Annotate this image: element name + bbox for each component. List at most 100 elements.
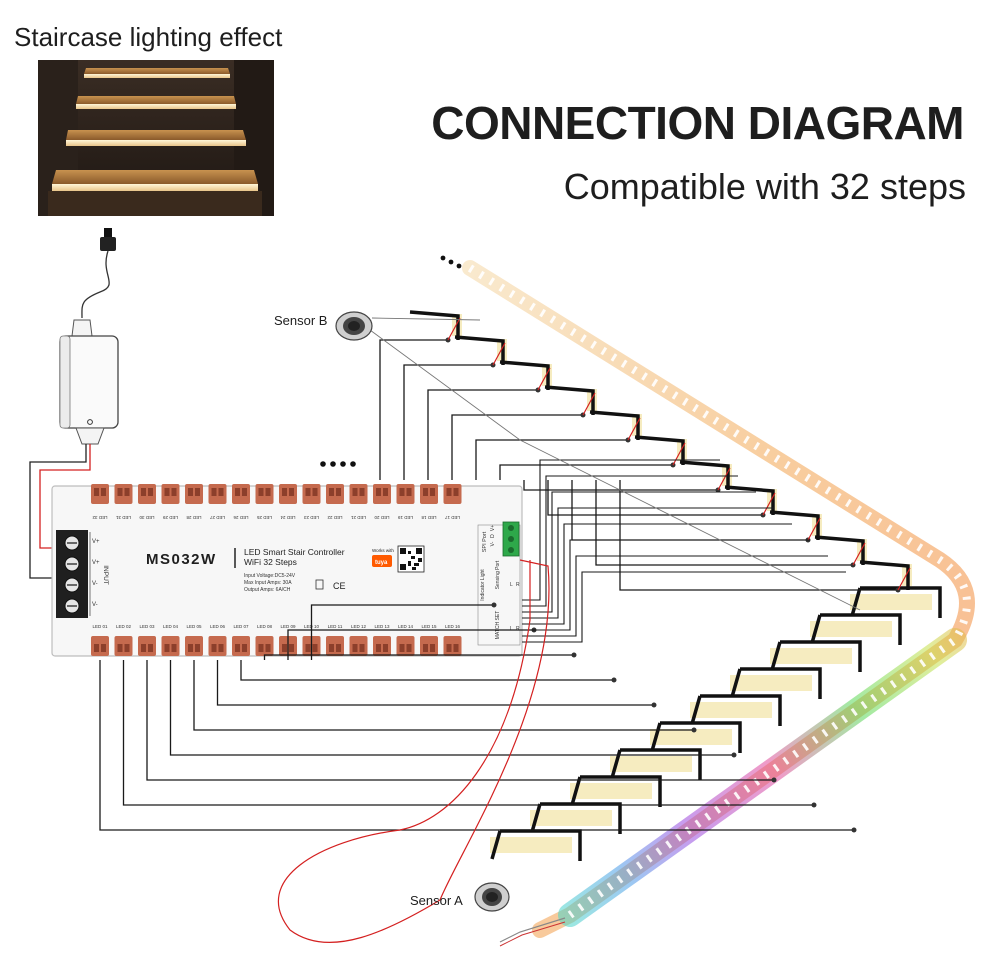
top-wire — [451, 414, 583, 480]
certification-icons: CE — [315, 579, 346, 591]
top-terminal-label: LED 24 — [280, 515, 296, 520]
sensing-port-label: Sensing Port — [495, 560, 501, 589]
upper-step — [724, 485, 777, 515]
bottom-terminal-label: LED 16 — [445, 624, 461, 629]
bottom-terminal-label: LED 08 — [257, 624, 273, 629]
bottom-wire — [216, 660, 654, 706]
bottom-terminal-label: LED 11 — [328, 624, 343, 629]
spec-output: Output Amps: 6A/CH — [244, 587, 291, 593]
input-terminal-3: V- — [92, 581, 98, 587]
match-r: R — [516, 626, 520, 632]
bottom-terminal-11: LED 11 — [326, 624, 344, 656]
upper-step — [814, 535, 867, 565]
bottom-wire — [169, 660, 734, 756]
bottom-terminal-12: LED 12 — [349, 624, 368, 656]
bottom-terminal-8: LED 08 — [255, 624, 274, 656]
bottom-wire — [240, 660, 614, 681]
lower-step — [810, 613, 902, 645]
photo-caption: Staircase lighting effect — [14, 22, 283, 52]
bottom-terminal-label: LED 09 — [280, 624, 296, 629]
top-terminal-label: LED 21 — [351, 515, 367, 520]
model-name: MS032W — [146, 551, 217, 568]
controller-name-2: WiFi 32 Steps — [244, 557, 297, 567]
match-set-label: MATCH SET — [495, 611, 501, 640]
side-wire — [522, 491, 756, 613]
top-terminal-14: LED 19 — [396, 484, 415, 520]
bottom-terminal-label: LED 01 — [92, 624, 108, 629]
spi-connector — [502, 521, 520, 557]
upper-step — [769, 510, 822, 540]
spec-current: Max Input Amps: 30A — [244, 580, 292, 586]
side-wire — [522, 555, 828, 637]
input-terminal-1: V+ — [92, 539, 100, 545]
bottom-led-terminals: LED 01 LED 02 LED 03 LED 04 LED 05 LED 06 LED … — [91, 624, 462, 656]
bottom-terminal-5: LED 05 — [185, 624, 203, 656]
top-terminal-10: LED 23 — [302, 484, 321, 520]
bottom-wire — [287, 629, 534, 660]
side-panel: SPI Port V- D V+ Indicator Light Sensing… — [477, 521, 521, 646]
sensor-a — [277, 559, 550, 944]
bottom-terminal-label: LED 07 — [233, 624, 249, 629]
side-wire — [522, 539, 810, 631]
top-terminal-2: LED 31 — [114, 484, 133, 520]
top-terminal-11: LED 22 — [326, 484, 344, 520]
bottom-wire — [310, 604, 494, 660]
lower-step — [770, 640, 862, 672]
works-with: Works with — [372, 548, 394, 553]
bottom-terminal-13: LED 13 — [373, 624, 391, 656]
spi-port-label: SPI Port — [482, 531, 488, 552]
top-terminal-label: LED 28 — [186, 515, 202, 520]
lower-step — [650, 721, 742, 753]
bottom-terminal-4: LED 04 — [161, 624, 180, 656]
side-wire — [522, 459, 720, 601]
bottom-terminal-label: LED 12 — [351, 624, 367, 629]
upper-step — [409, 310, 462, 340]
top-terminal-label: LED 30 — [139, 515, 155, 520]
bottom-terminal-14: LED 14 — [396, 624, 415, 656]
top-terminal-label: LED 27 — [210, 515, 226, 520]
bottom-terminal-1: LED 01 — [91, 624, 109, 656]
top-wire — [427, 389, 538, 480]
sensor-b — [335, 311, 861, 611]
bottom-wire — [146, 660, 774, 781]
bottom-terminal-6: LED 06 — [208, 624, 227, 656]
side-wire — [522, 523, 792, 625]
staircase-photo — [38, 60, 274, 216]
input-terminals — [64, 535, 80, 614]
top-wire — [523, 480, 718, 491]
lower-step — [730, 667, 822, 699]
controller: V+ V+ V- V- INPUT MS032W LED Smart Stair… — [51, 484, 523, 657]
top-wire — [619, 480, 898, 591]
upper-step — [859, 560, 912, 590]
bottom-terminal-label: LED 15 — [421, 624, 437, 629]
top-terminal-3: LED 30 — [138, 484, 156, 520]
upper-step — [634, 435, 687, 465]
bottom-terminal-label: LED 14 — [398, 624, 414, 629]
spec-voltage: Input Voltage:DC5-24V — [244, 573, 296, 579]
top-terminal-label: LED 23 — [304, 515, 320, 520]
top-terminal-4: LED 29 — [161, 484, 180, 520]
top-terminal-label: LED 26 — [233, 515, 249, 520]
top-terminal-label: LED 31 — [116, 515, 132, 520]
top-terminal-9: LED 24 — [279, 484, 297, 520]
bottom-terminal-2: LED 02 — [114, 624, 133, 656]
sensor-a-label: Sensor A — [410, 893, 463, 908]
bottom-terminal-label: LED 03 — [139, 624, 155, 629]
led-wires — [99, 317, 911, 833]
lower-step — [570, 775, 662, 807]
lower-step — [850, 586, 942, 618]
upper-step — [679, 460, 732, 490]
sensing-l: L — [510, 582, 513, 588]
top-terminal-label: LED 18 — [421, 515, 437, 520]
bottom-terminal-15: LED 15 — [420, 624, 438, 656]
staircase — [409, 310, 942, 861]
top-terminal-label: LED 20 — [374, 515, 390, 520]
bottom-terminal-label: LED 05 — [186, 624, 202, 629]
staircase-photo-image — [38, 60, 274, 216]
bottom-terminal-label: LED 04 — [163, 624, 179, 629]
diagram-subtitle: Compatible with 32 steps — [563, 166, 966, 207]
top-terminal-8: LED 25 — [255, 484, 274, 520]
spi-pin-3: V+ — [490, 525, 496, 531]
